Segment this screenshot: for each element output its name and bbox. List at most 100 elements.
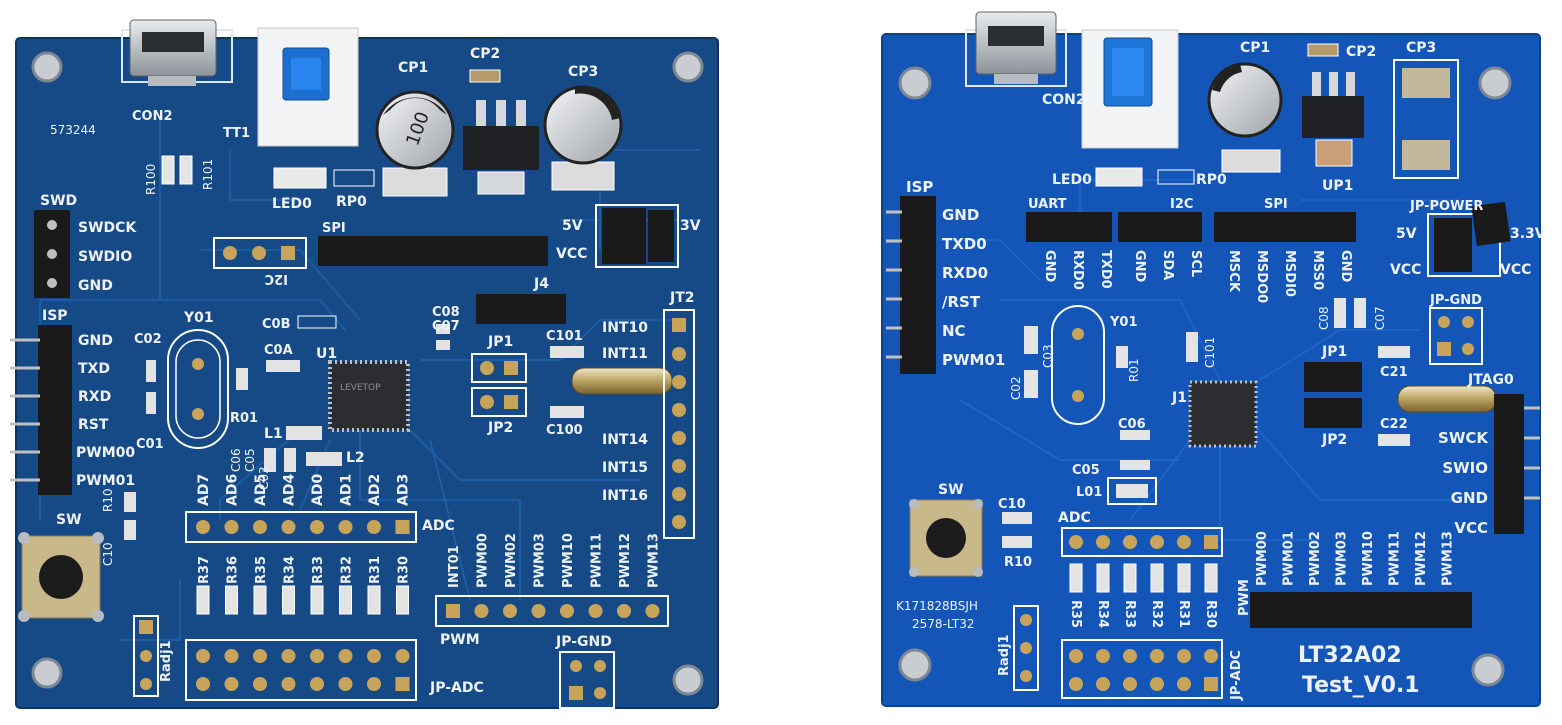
left-c101	[550, 346, 584, 358]
left-jt2-header[interactable]	[663, 309, 695, 539]
left-resistor-label: R33	[311, 556, 326, 584]
left-reset-switch[interactable]	[18, 532, 104, 622]
right-power-switch[interactable]	[1081, 29, 1179, 149]
right-jp1-label: JP1	[1321, 344, 1347, 360]
left-swd-gnd-label: GND	[78, 278, 113, 294]
left-cp1-label: CP1	[398, 60, 428, 76]
right-c06	[1120, 430, 1150, 440]
right-pcb-board: CON2 CP1 CP2 UP1	[881, 11, 1546, 707]
right-con2-label: CON2	[1042, 92, 1086, 108]
left-swd-label: SWD	[40, 193, 77, 209]
left-adc-header[interactable]	[185, 511, 417, 543]
right-i2c-header[interactable]	[1118, 212, 1202, 242]
right-c05	[1120, 460, 1150, 470]
right-isp-pin-label: RXD0	[942, 264, 988, 282]
left-pwm-label: PWM	[440, 632, 480, 648]
left-rst-label: RST	[78, 417, 109, 433]
right-isp-label: ISP	[906, 178, 933, 196]
right-y01-label: Y01	[1109, 315, 1138, 330]
left-jp-adc-pad	[253, 677, 267, 691]
left-resistor-label: R32	[340, 556, 355, 584]
left-cp3-label: CP3	[568, 64, 598, 80]
left-int11-label: INT11	[602, 346, 648, 362]
right-adc-header[interactable]	[1061, 527, 1223, 557]
left-r01-label: R01	[230, 411, 258, 426]
left-pwm-header[interactable]	[435, 595, 669, 627]
left-swd-header[interactable]	[34, 210, 70, 298]
right-rp0	[1157, 169, 1195, 185]
left-adc-pin-label: AD3	[396, 474, 412, 506]
right-c101	[1186, 332, 1198, 362]
left-jp-adc-header[interactable]	[185, 639, 417, 701]
right-isp-header[interactable]	[886, 196, 936, 374]
left-isp-header[interactable]	[10, 325, 72, 495]
right-pwm-header[interactable]	[1250, 592, 1472, 628]
right-vcc-left-label: VCC	[1390, 262, 1421, 278]
right-i2c-label: I2C	[1170, 197, 1193, 212]
right-jp-gnd[interactable]	[1429, 307, 1483, 365]
right-radj1[interactable]	[1013, 605, 1039, 691]
right-adc-pad	[1096, 535, 1110, 549]
left-pwm-pin-pad	[645, 604, 660, 618]
right-r10-label: R10	[1004, 555, 1032, 570]
right-reset-switch[interactable]	[909, 499, 983, 577]
left-adc-pin-label: AD0	[310, 474, 326, 506]
left-jp1-label: JP1	[487, 334, 513, 350]
right-power-jumper[interactable]	[1427, 201, 1511, 277]
right-adc-pad	[1069, 535, 1083, 549]
left-c02	[146, 360, 156, 382]
left-pwm-pin-pad	[531, 604, 546, 618]
right-resistor	[1096, 563, 1110, 593]
left-pwm-pin-pad	[474, 604, 489, 618]
left-jp2[interactable]	[471, 387, 527, 417]
right-jp1[interactable]	[1304, 362, 1362, 392]
right-adc-pad	[1177, 535, 1191, 549]
right-spi-header[interactable]	[1214, 212, 1356, 242]
right-resistor	[1069, 563, 1083, 593]
right-jp2-label: JP2	[1321, 432, 1347, 448]
left-j4-header[interactable]	[476, 294, 566, 324]
left-c0b	[297, 315, 337, 329]
left-vcc-label: VCC	[556, 246, 587, 262]
left-jp-adc-label: JP-ADC	[429, 680, 484, 696]
right-jp-power-label: JP-POWER	[1409, 199, 1483, 214]
left-jp-adc-pad	[395, 677, 410, 691]
right-jp-adc-pad	[1096, 677, 1110, 691]
left-pwm-pin-label: PWM11	[590, 533, 605, 588]
right-jp-adc-pad	[1150, 677, 1164, 691]
left-c06-label: C06	[229, 448, 243, 472]
left-radj1[interactable]	[133, 615, 159, 697]
left-chip-brand: LEVETOP	[340, 383, 381, 393]
left-r10	[124, 492, 136, 512]
left-jp-gnd[interactable]	[559, 651, 615, 709]
right-jp2[interactable]	[1304, 398, 1362, 428]
left-3v-label: 3V	[680, 218, 701, 234]
right-jp-adc-pad	[1177, 649, 1191, 663]
left-power-jumper[interactable]	[595, 204, 679, 268]
left-spi-label: SPI	[322, 221, 346, 236]
right-jtag0-header[interactable]	[1494, 394, 1540, 534]
right-resistor-label: R32	[1149, 600, 1164, 628]
left-adc-pin-pad	[310, 520, 324, 534]
left-power-switch[interactable]	[257, 27, 359, 147]
left-pwm-pin-pad	[588, 604, 603, 618]
left-con2-label: CON2	[132, 109, 173, 124]
right-jp-adc-pad	[1069, 649, 1083, 663]
right-jp-adc-header[interactable]	[1061, 639, 1223, 699]
left-jp-adc-pad	[338, 649, 353, 663]
right-jp-adc-pad	[1204, 677, 1218, 691]
right-c08-label: C08	[1317, 306, 1331, 330]
left-resistor-label: R31	[368, 556, 383, 584]
left-adc-pin-pad	[196, 520, 210, 534]
right-resistor-label: R34	[1095, 600, 1110, 628]
right-c02	[1024, 370, 1038, 398]
right-uart-header[interactable]	[1026, 212, 1112, 242]
left-i2c-header[interactable]	[213, 237, 307, 269]
right-jp-adc-pad	[1123, 677, 1137, 691]
left-resistor	[196, 585, 210, 615]
left-adc-pin-label: AD5	[253, 474, 269, 506]
left-spi-header[interactable]	[318, 236, 548, 266]
left-jp1[interactable]	[471, 353, 527, 383]
right-c02-label: C02	[1009, 376, 1023, 400]
right-cp2-label: CP2	[1346, 44, 1376, 60]
